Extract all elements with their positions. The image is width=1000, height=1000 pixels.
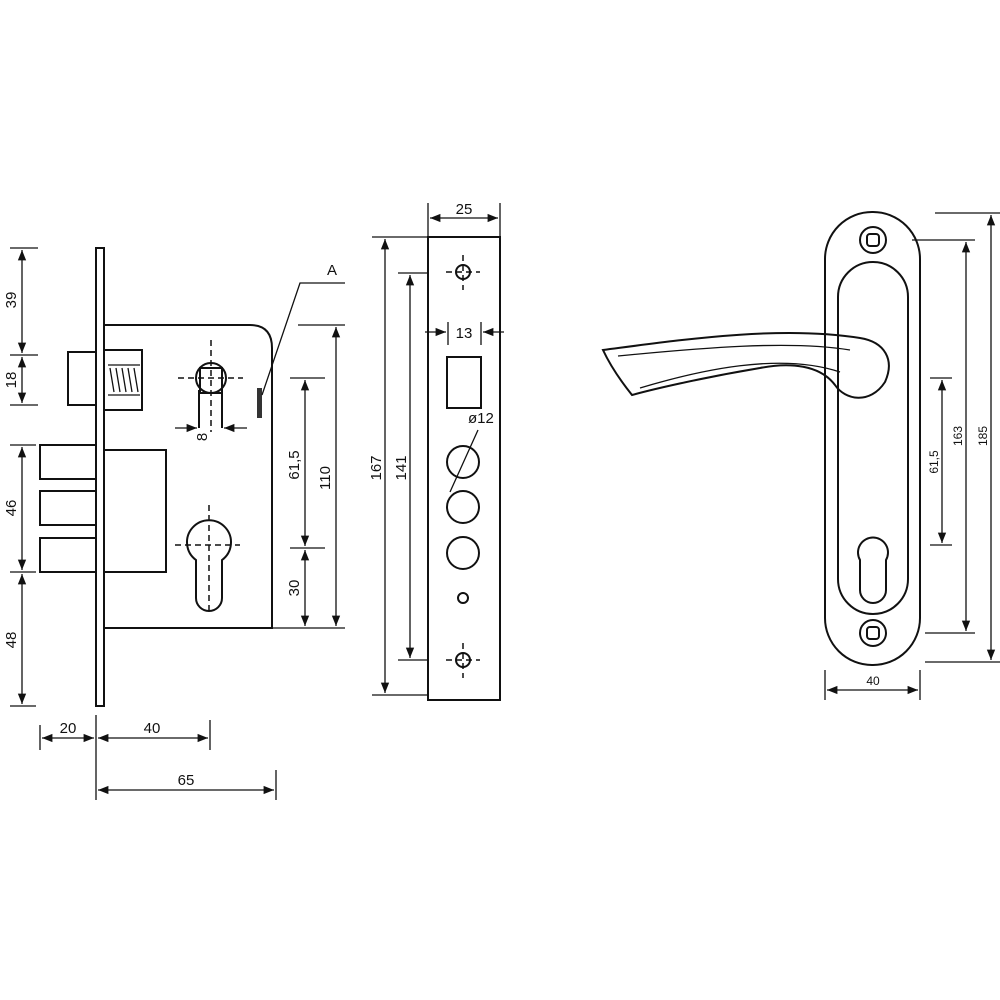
- deadbolt-2: [39, 490, 97, 526]
- spindle-stem: [198, 390, 223, 428]
- left-extension-lines: [10, 247, 38, 707]
- dim-20-label: 20: [60, 720, 77, 737]
- deadbolt-1: [39, 444, 97, 480]
- callout-a-label: A: [327, 262, 337, 279]
- deadbolt-3: [39, 537, 97, 573]
- screw-centerline-bottom: [446, 643, 480, 678]
- dim-18-label: 18: [3, 372, 20, 389]
- spindle-centerline: [178, 340, 243, 432]
- dim-110-label: 110: [317, 466, 334, 490]
- dim-40-label: 40: [144, 720, 161, 737]
- latch-housing: [103, 349, 143, 411]
- dim-12-leader: [449, 429, 479, 493]
- dim-25-label: 25: [456, 201, 473, 218]
- dim-39-label: 39: [3, 292, 20, 309]
- dim-163-label: 163: [951, 426, 965, 446]
- callout-leader: [261, 282, 345, 396]
- part-a: [257, 388, 262, 418]
- plate-screw-bottom-inner: [866, 626, 880, 640]
- handle-plate-inner: [837, 261, 909, 615]
- bottom-extension-lines: [39, 715, 277, 800]
- dim-46-label: 46: [3, 500, 20, 517]
- dim-8-label: 8: [194, 433, 211, 441]
- bolt-hole-3: [446, 536, 480, 570]
- small-hole: [457, 592, 469, 604]
- latch-spring: [108, 364, 140, 396]
- dim-30-label: 30: [286, 580, 303, 597]
- plate-screw-top-inner: [866, 233, 880, 247]
- right-extension-lines: [272, 324, 345, 629]
- dim-61-5-label: 61,5: [286, 450, 303, 479]
- latch-bolt: [67, 351, 97, 406]
- dim-185-label: 185: [976, 426, 990, 446]
- dim-13-label: 13: [456, 325, 473, 342]
- handle-keyhole: [857, 536, 889, 604]
- faceplate-extension-lines: [372, 203, 501, 696]
- faceplate: [427, 236, 501, 701]
- lever-contour: [617, 344, 851, 389]
- latch-opening: [446, 356, 482, 409]
- screw-centerline-top: [446, 255, 480, 290]
- door-handle: 61,5 163 185 40: [601, 211, 1000, 700]
- dim-12-label: ø12: [468, 410, 494, 427]
- lock-body-side-view: A 39 18 46 48 8 61,5 30 110 20 40 65: [3, 247, 345, 800]
- deadbolt-block: [103, 449, 167, 573]
- bolt-hole-2: [446, 490, 480, 524]
- dim-48-label: 48: [3, 632, 20, 649]
- bolt-hole-1: [446, 445, 480, 479]
- handle-plate: [824, 211, 921, 666]
- lever-handle: [601, 331, 890, 399]
- dim-65-label: 65: [178, 772, 195, 789]
- dim-141-label: 141: [393, 455, 410, 480]
- dim-167-label: 167: [368, 455, 385, 480]
- cylinder-hole: [186, 519, 232, 612]
- faceplate-edge: [95, 247, 105, 707]
- faceplate-front-view: ø12 25 13 167 141: [368, 201, 504, 701]
- handle-dim-40-label: 40: [866, 674, 880, 688]
- plate-screw-top: [859, 226, 887, 254]
- handle-dim-61-5-label: 61,5: [927, 450, 941, 474]
- lock-case: [104, 324, 273, 629]
- handle-extension-lines: [824, 212, 1000, 700]
- plate-screw-bottom: [859, 619, 887, 647]
- cylinder-centerline: [175, 505, 240, 612]
